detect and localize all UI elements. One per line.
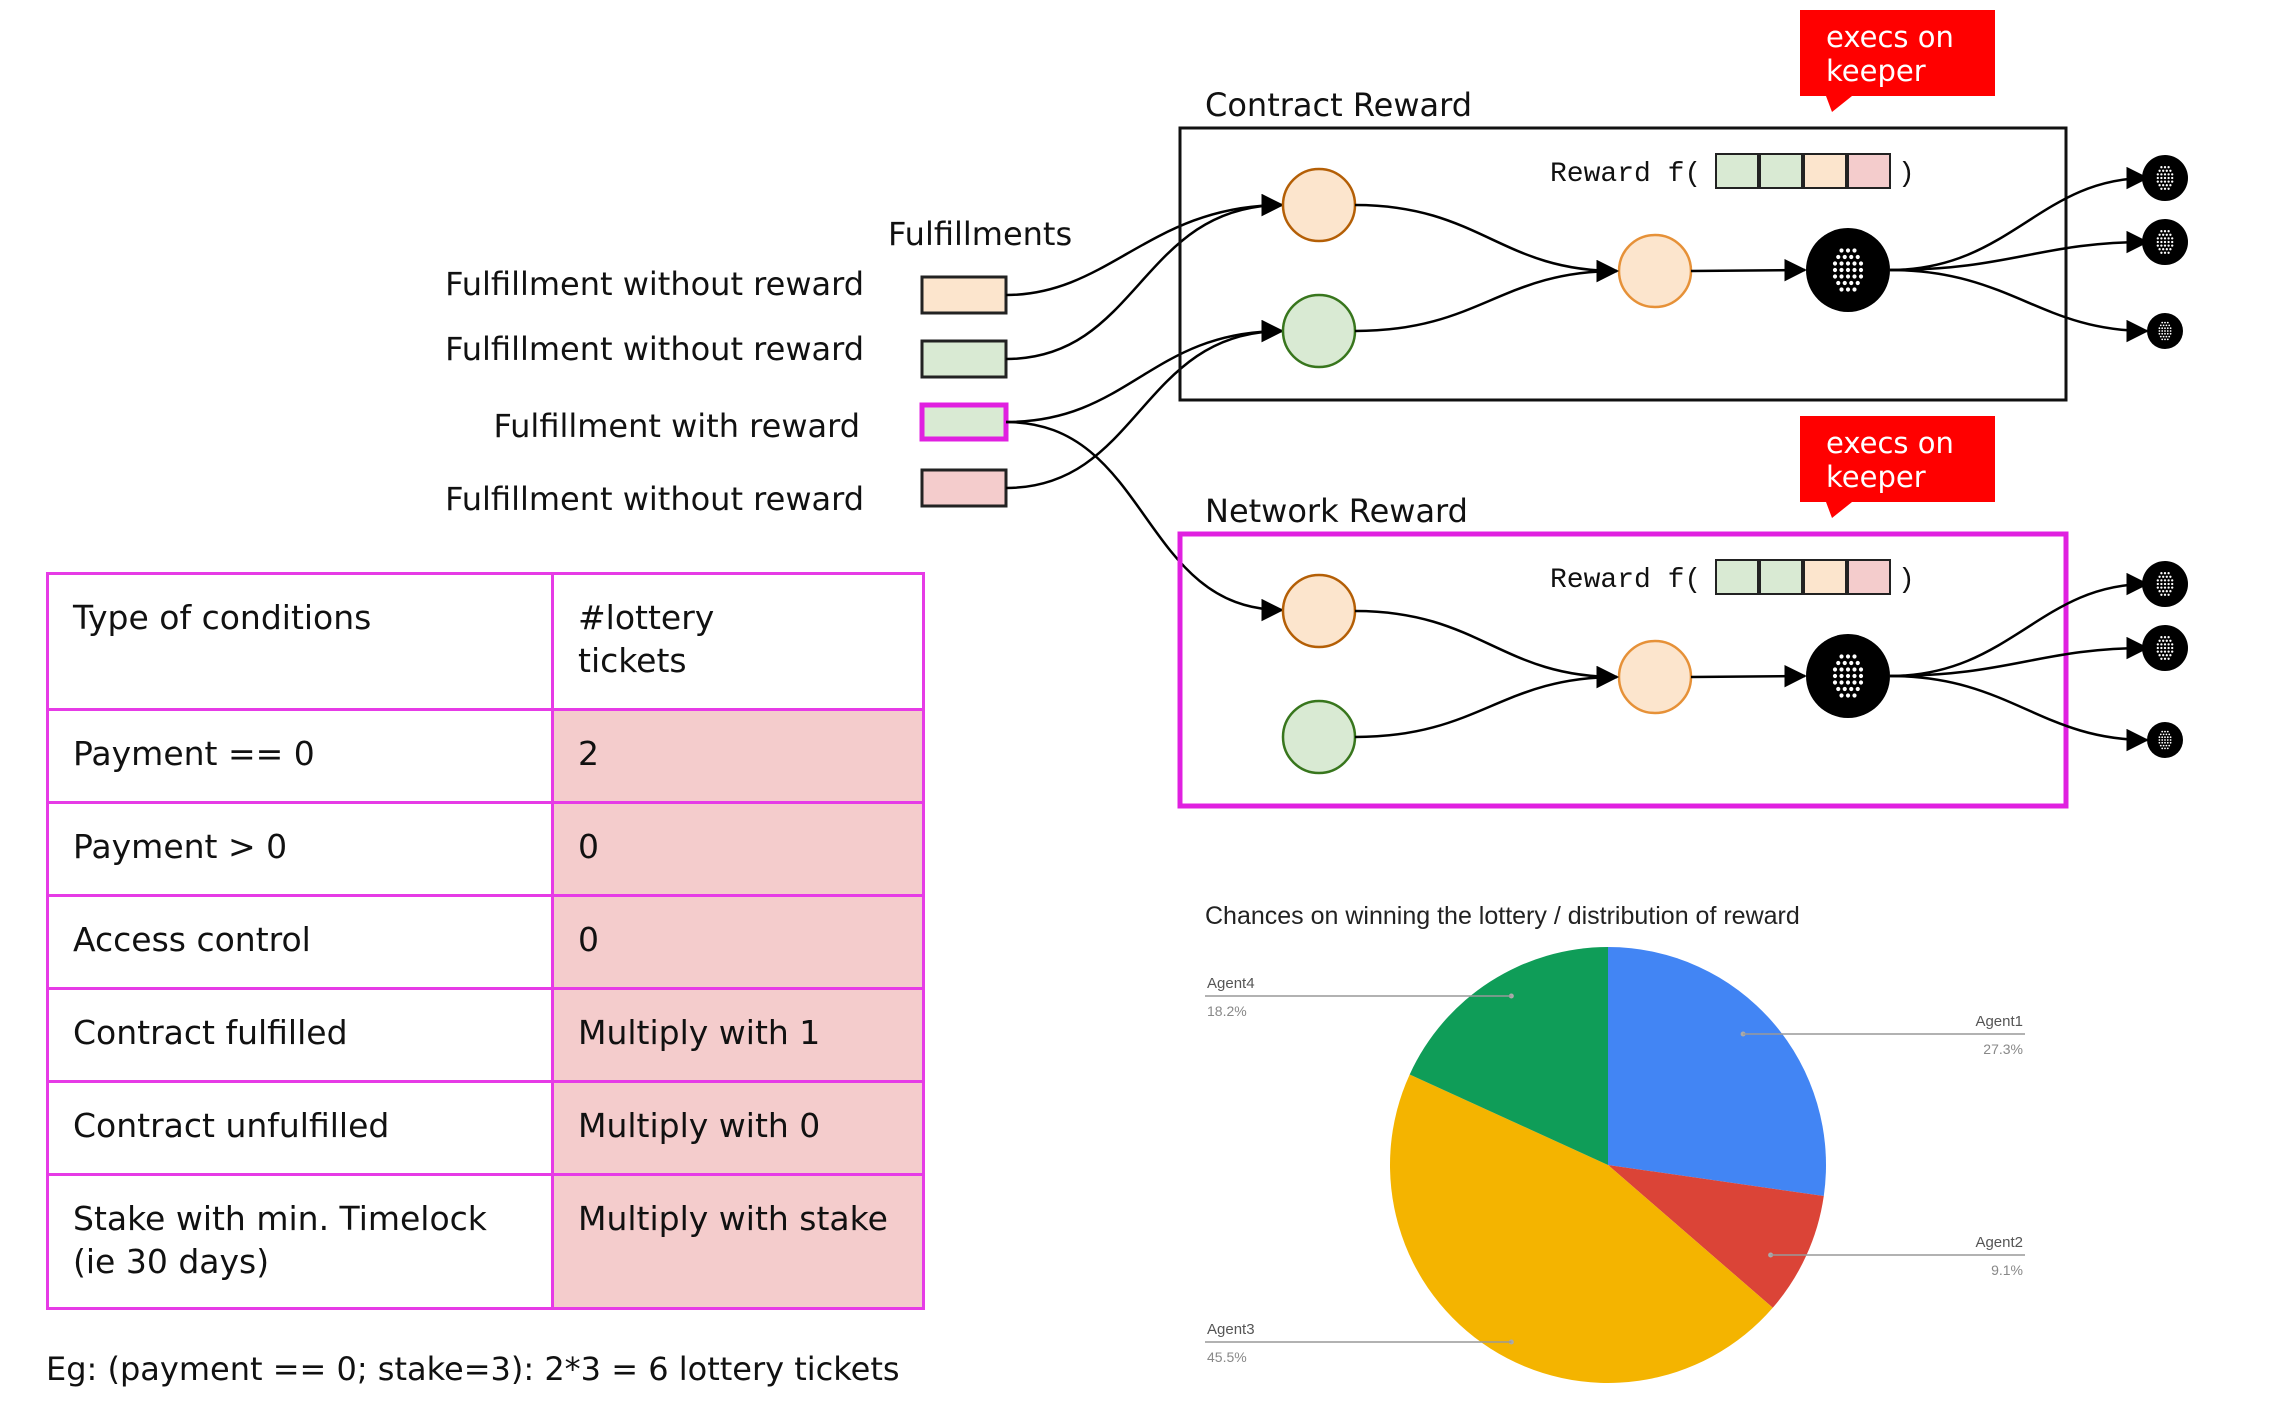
fulfillment-label: Fulfillment without reward (445, 480, 864, 518)
callout-line-1: execs on (1826, 426, 1954, 460)
fulfillment-box-highlighted[interactable] (919, 402, 1009, 442)
pie-slices (1390, 947, 1827, 1383)
reward-fn-slot (1759, 153, 1803, 189)
input-node-peach[interactable] (1281, 573, 1357, 649)
pie-label-percent: 18.2% (1207, 1003, 1247, 1019)
execs-on-keeper-callout: execs on keeper (1800, 10, 1995, 112)
reward-fn-slot (1847, 153, 1891, 189)
network-connectors (1354, 572, 2149, 752)
table-header-cell: #lottery tickets (551, 572, 925, 711)
contract-connectors (1354, 166, 2149, 343)
lottery-tickets-cell: 0 (551, 801, 925, 897)
reward-fn-prefix: Reward f( (1550, 565, 1701, 596)
pie-slice-agent3[interactable] (1390, 1074, 1773, 1383)
pie-slice-agent1[interactable] (1608, 947, 1827, 1197)
pie-label-percent: 27.3% (1983, 1041, 2023, 1057)
input-node-green[interactable] (1281, 293, 1357, 369)
pie-label-name: Agent1 (1975, 1013, 2023, 1030)
condition-type-cell: Payment == 0 (46, 708, 554, 804)
pie-labels: Agent1 27.3% Agent2 9.1% Agent3 45.5% Agent4 18… (1205, 975, 2025, 1365)
reward-function: Reward f( ) (1550, 559, 1915, 596)
pie-slice-agent4[interactable] (1409, 947, 1608, 1165)
input-node-green[interactable] (1281, 699, 1357, 775)
condition-type-cell: Contract fulfilled (46, 987, 554, 1083)
fulfillment-row-1: Fulfillment without reward (445, 265, 1008, 315)
keeper-node-icon[interactable] (1806, 634, 1890, 718)
condition-type-cell: Access control (46, 894, 554, 990)
reward-function: Reward f( ) (1550, 153, 1915, 190)
pie-slice-agent2[interactable] (1608, 1165, 1824, 1308)
fulfillment-row-2: Fulfillment without reward (445, 330, 1008, 379)
callout-line-2: keeper (1826, 460, 1926, 494)
reward-fn-suffix: ) (1898, 159, 1915, 190)
reward-fn-prefix: Reward f( (1550, 159, 1701, 190)
agent-node-icon[interactable] (2147, 722, 2183, 758)
agent-node-icon[interactable] (2142, 219, 2188, 265)
lottery-tickets-cell: 2 (551, 708, 925, 804)
callout-line-2: keeper (1826, 54, 1926, 88)
keeper-node-icon[interactable] (1806, 228, 1890, 312)
table-header-cell: Type of conditions (46, 572, 554, 711)
fulfillment-connectors (1005, 193, 1284, 622)
input-node-peach[interactable] (1281, 167, 1357, 243)
lottery-tickets-cell: Multiply with stake (551, 1173, 925, 1310)
fulfillment-box[interactable] (920, 339, 1008, 379)
callout-line-1: execs on (1826, 20, 1954, 54)
reward-fn-slot (1803, 559, 1847, 595)
reward-fn-slot (1759, 559, 1803, 595)
agent-node-icon[interactable] (2142, 625, 2188, 671)
agent-node-icon[interactable] (2147, 313, 2183, 349)
network-reward-frame (1177, 531, 2069, 809)
agent-node-icon[interactable] (2142, 561, 2188, 607)
pie-chart: Chances on winning the lottery / distrib… (1205, 902, 2025, 1383)
contract-reward-title: Contract Reward (1205, 86, 1472, 124)
pie-chart-title: Chances on winning the lottery / distrib… (1205, 902, 1800, 930)
merge-node[interactable] (1617, 639, 1693, 715)
execs-on-keeper-callout: execs on keeper (1800, 416, 1995, 518)
fulfillment-row-3: Fulfillment with reward (493, 402, 1009, 445)
condition-type-cell: Contract unfulfilled (46, 1080, 554, 1176)
pie-label-name: Agent3 (1207, 1321, 1255, 1338)
contract-reward-frame (1178, 126, 2068, 402)
pie-label-name: Agent4 (1207, 975, 1255, 992)
fulfillment-label: Fulfillment without reward (445, 330, 864, 368)
lottery-tickets-cell: Multiply with 0 (551, 1080, 925, 1176)
agent-node-icon[interactable] (2142, 155, 2188, 201)
table-header-row: Type of conditions#lottery tickets (46, 572, 925, 711)
fulfillment-box[interactable] (920, 275, 1008, 315)
lottery-tickets-cell: 0 (551, 894, 925, 990)
condition-type-cell: Stake with min. Timelock (ie 30 days) (46, 1173, 554, 1310)
reward-fn-suffix: ) (1898, 565, 1915, 596)
lottery-tickets-cell: Multiply with 1 (551, 987, 925, 1083)
fulfillment-label: Fulfillment with reward (493, 407, 860, 445)
network-reward-title: Network Reward (1205, 492, 1468, 530)
fulfillment-box[interactable] (920, 468, 1008, 508)
reward-fn-slot (1715, 559, 1759, 595)
reward-fn-slot (1847, 559, 1891, 595)
fulfillments-title: Fulfillments (888, 215, 1072, 253)
reward-fn-slot (1715, 153, 1759, 189)
reward-fn-slot (1803, 153, 1847, 189)
network-reward-block: Network Reward execs on keeper Reward f(… (1177, 416, 2188, 809)
fulfillment-row-4: Fulfillment without reward (445, 468, 1008, 518)
example-note: Eg: (payment == 0; stake=3): 2*3 = 6 lot… (46, 1350, 900, 1388)
pie-label-name: Agent2 (1975, 1234, 2023, 1251)
fulfillment-label: Fulfillment without reward (445, 265, 864, 303)
condition-type-cell: Payment > 0 (46, 801, 554, 897)
merge-node[interactable] (1617, 233, 1693, 309)
pie-label-percent: 45.5% (1207, 1349, 1247, 1365)
table-row: Stake with min. Timelock (ie 30 days)Mul… (46, 1173, 925, 1310)
pie-label-percent: 9.1% (1991, 1262, 2023, 1278)
contract-reward-block: Contract Reward execs on keeper Reward f… (1178, 10, 2188, 402)
